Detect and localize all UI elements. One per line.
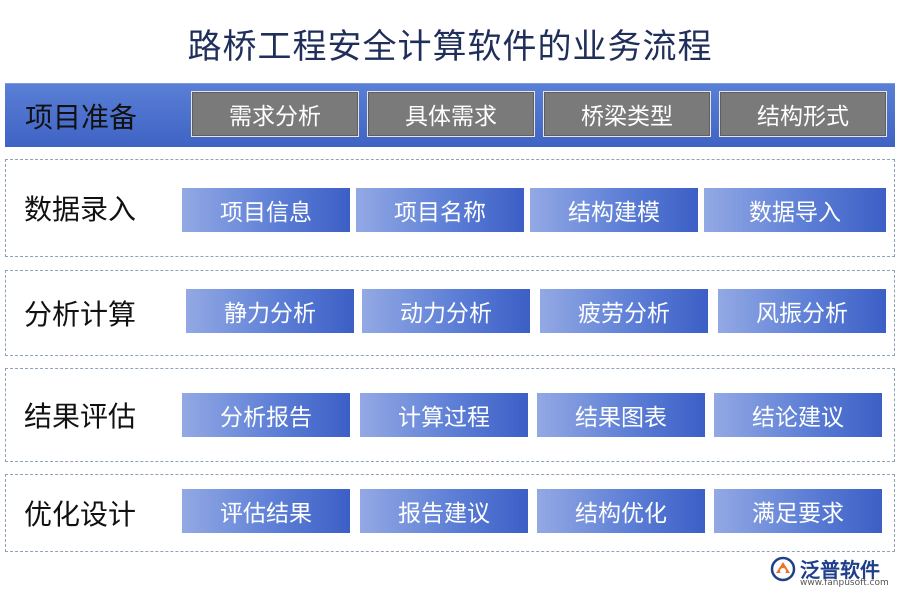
- stage-label: 结果评估: [24, 400, 137, 433]
- step-box: 疲劳分析: [540, 289, 708, 333]
- stage-label: 项目准备: [25, 100, 138, 134]
- step-box: 具体需求: [367, 91, 535, 137]
- step-box: 静力分析: [186, 289, 354, 333]
- step-box: 项目名称: [356, 188, 524, 232]
- company-logo: 泛普软件 www.fanpusoft.com: [770, 552, 895, 588]
- step-box: 结构形式: [719, 91, 887, 137]
- logo-name: 泛普软件: [800, 558, 880, 582]
- step-box: 计算过程: [360, 393, 528, 437]
- step-box: 结构优化: [537, 489, 705, 533]
- fanpu-logo-icon: [770, 556, 796, 582]
- step-box: 动力分析: [362, 289, 530, 333]
- step-box: 结构建模: [530, 188, 698, 232]
- stage-label: 优化设计: [24, 498, 137, 531]
- step-box: 分析报告: [182, 393, 350, 437]
- step-box: 满足要求: [714, 489, 882, 533]
- step-box: 报告建议: [360, 489, 528, 533]
- step-box: 项目信息: [182, 188, 350, 232]
- stage-label: 数据录入: [24, 193, 137, 226]
- stage-data-entry: 数据录入 项目信息 项目名称 结构建模 数据导入: [5, 159, 895, 257]
- logo-url: www.fanpusoft.com: [800, 578, 889, 588]
- step-box: 桥梁类型: [543, 91, 711, 137]
- step-box: 数据导入: [704, 188, 886, 232]
- step-box: 评估结果: [182, 489, 350, 533]
- step-box: 风振分析: [718, 289, 886, 333]
- step-box: 需求分析: [191, 91, 359, 137]
- step-box: 结论建议: [714, 393, 882, 437]
- stage-project-preparation: 项目准备 需求分析 具体需求 桥梁类型 结构形式: [5, 83, 895, 147]
- stage-result-evaluation: 结果评估 分析报告 计算过程 结果图表 结论建议: [5, 368, 895, 462]
- page-title: 路桥工程安全计算软件的业务流程: [187, 27, 713, 67]
- stage-analysis-calculation: 分析计算 静力分析 动力分析 疲劳分析 风振分析: [5, 270, 895, 356]
- step-box: 结果图表: [537, 393, 705, 437]
- stage-optimization-design: 优化设计 评估结果 报告建议 结构优化 满足要求: [5, 474, 895, 552]
- stage-label: 分析计算: [24, 298, 137, 331]
